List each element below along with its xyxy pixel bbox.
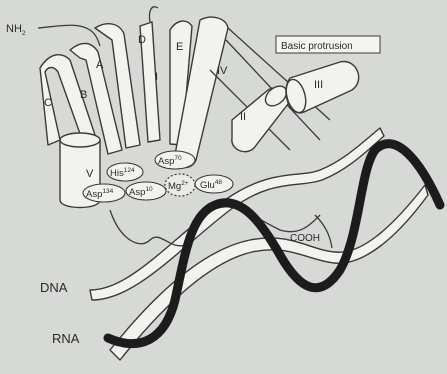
strand-top-hook	[149, 7, 158, 22]
n-terminus-label: NH2	[6, 23, 26, 37]
helix-i-label: I	[155, 71, 158, 83]
c-terminus-label: COOH	[290, 233, 320, 244]
strand-a-label: A	[96, 59, 104, 71]
strand-d-label: D	[138, 34, 146, 46]
helix-iv-label: IV	[217, 65, 228, 77]
helix-v-label: V	[86, 168, 94, 180]
strand-b-label: B	[80, 89, 87, 101]
rna-label: RNA	[52, 331, 80, 346]
helix-iii-label: III	[314, 79, 323, 91]
n-terminus-tail	[38, 25, 100, 46]
strand-c-label: C	[44, 97, 52, 109]
helix-ii-label: II	[240, 111, 246, 123]
dna-label: DNA	[40, 280, 68, 295]
loop-lower-left	[110, 210, 185, 246]
basic-protrusion-label: Basic protrusion	[281, 41, 353, 52]
strand-e-label: E	[176, 41, 183, 53]
